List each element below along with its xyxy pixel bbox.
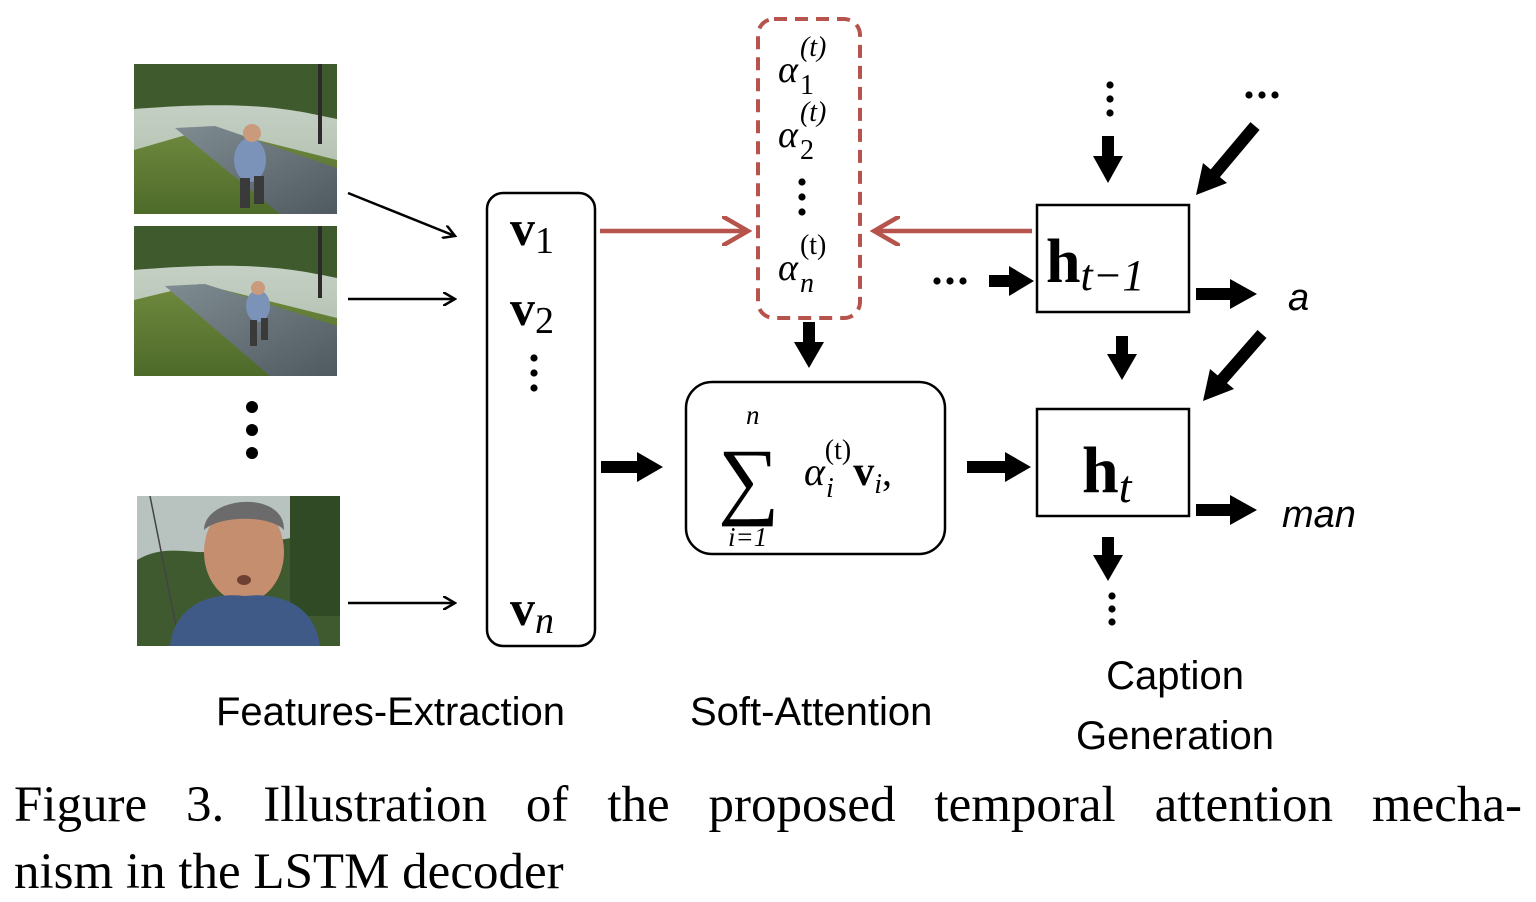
arrow-h-prev-to-a [1196,279,1257,309]
features-box [485,191,597,648]
arrow-weights-to-sum [794,322,824,368]
alpha-ellipsis [798,178,806,216]
figure-caption: Figure 3. Illustration of the proposed t… [14,772,1522,902]
arrow-diag-into-h-prev [1196,122,1260,195]
video-frame-ellipsis [246,401,258,459]
arrow-h-prev-to-h-t [1107,336,1137,380]
caption-line-1: Figure 3. Illustration of the proposed t… [14,777,1522,833]
sum-symbol: ∑ [718,431,779,527]
video-frame-2 [134,226,337,376]
output-word-a: a [1288,277,1309,319]
memory-input-ellipsis [933,277,967,285]
arrow-features-to-sum [601,452,663,482]
attention-weights-box [756,17,862,320]
video-frame-1 [134,64,337,214]
arrow-frame1-to-features [347,191,455,236]
sum-lower-limit: i=1 [728,522,767,552]
arrow-h-t-to-man [1196,495,1257,525]
h-t-minus-1: ht−1 [1046,228,1144,300]
hidden-above-ellipsis [1106,81,1114,117]
alpha-2: α2(t) [778,97,826,166]
feature-ellipsis [530,354,538,392]
label-soft-attention: Soft-Attention [690,690,933,734]
alpha-1: α1(t) [778,32,826,101]
feature-v1: v1 [510,200,554,262]
caption-line-2: nism in the LSTM decoder [14,844,564,900]
h-t: ht [1082,434,1133,512]
output-word-man: man [1282,494,1356,536]
arrow-into-h-prev-left [989,266,1034,296]
label-caption-line2: Generation [1076,714,1274,758]
label-caption-generation: Caption Generation [1060,646,1290,766]
video-frame-n [137,495,340,647]
word-input-ellipsis-top [1245,91,1279,99]
label-caption-line1: Caption [1106,654,1244,698]
feature-vn: vn [510,580,554,642]
sum-term: αi(t)vi, [804,435,892,504]
arrow-sum-to-h-t [967,452,1031,482]
weighted-sum-formula: n ∑ i=1 αi(t)vi, [718,400,892,552]
attention-weights: α1(t) α2(t) αn(t) [778,32,826,299]
alpha-n: αn(t) [778,230,826,299]
arrow-diag-into-h-t [1203,330,1267,401]
label-features-extraction: Features-Extraction [216,690,566,734]
hidden-below-ellipsis [1108,592,1116,626]
hidden-state-prev-box [1035,203,1191,314]
feature-v2: v2 [510,280,554,342]
arrow-into-h-prev-top [1093,136,1123,183]
sum-upper-limit: n [746,400,760,430]
hidden-state-curr-box [1035,407,1191,518]
arrow-below-h-t [1093,537,1123,581]
soft-attention-sum-box [684,380,947,556]
